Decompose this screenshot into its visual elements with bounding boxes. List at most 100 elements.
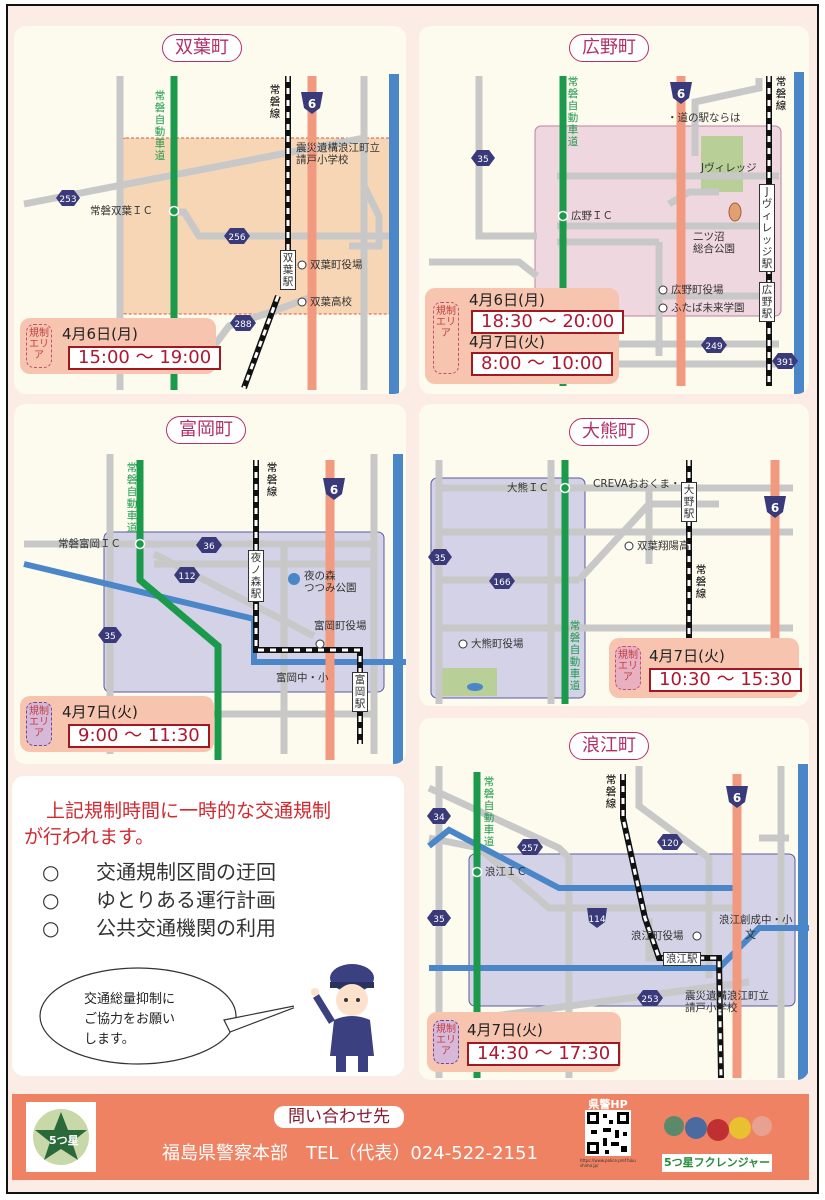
map-futaba: 6 253 256 288 (23, 74, 399, 394)
station-label: Jヴィレッジ駅 (759, 184, 775, 272)
star-logo-icon (33, 1109, 89, 1165)
station-label: 大野駅 (681, 482, 697, 522)
svg-text:249: 249 (705, 342, 722, 352)
ic-label: 浪江ＩＣ (485, 866, 527, 878)
rail-label: 常磐線 (266, 462, 278, 498)
svg-text:6: 6 (308, 97, 316, 111)
park-marker (288, 573, 300, 585)
route-391-shield: 391 (772, 353, 798, 369)
route-253-shield: 253 (56, 190, 80, 206)
route-120-shield: 120 (657, 834, 683, 850)
qr-block[interactable]: 県警HP https://www.police.pref.fukushima.j… (580, 1096, 636, 1178)
svg-text:6: 6 (330, 483, 338, 497)
office-marker (315, 639, 325, 649)
bullet-mark: ○ (42, 916, 60, 940)
bullet-text: ゆとりある運行計画 (96, 888, 276, 912)
mascot-characters-icon (664, 1116, 772, 1141)
road (429, 258, 540, 279)
park-label: 夜の森 (304, 570, 336, 582)
expressway-label: 常磐自動車道 (483, 776, 495, 848)
creva-label: CREVAおおくま・ (593, 478, 681, 490)
svg-text:35: 35 (434, 554, 445, 564)
schedule-box: 規制エリア 4月6日(月) 15:00 〜 19:00 (20, 318, 222, 374)
ic-marker (168, 205, 180, 217)
svg-text:6: 6 (677, 87, 685, 101)
schedule-time: 14:30 〜 17:30 (467, 1042, 621, 1066)
route-35-shield: 35 (428, 549, 452, 565)
ic-label: 常磐双葉ＩＣ (90, 205, 153, 217)
schedule-time-2: 8:00 〜 10:00 (471, 352, 613, 376)
office-label: 大熊町役場 (471, 638, 524, 650)
restriction-area-badge: 規制エリア (26, 324, 52, 368)
region-title: 大熊町 (569, 418, 649, 446)
ic-label: 大熊ＩＣ (507, 482, 549, 494)
svg-text:36: 36 (203, 542, 215, 552)
restriction-area-badge: 規制エリア (433, 1020, 459, 1064)
jvillage-label: Jヴィレッジ (701, 162, 757, 174)
school-marker (297, 297, 307, 307)
svg-text:257: 257 (521, 844, 538, 854)
logo-text: 5つ星 (49, 1134, 79, 1147)
map-panel-namie: 文 6 34 257 120 35 114 253 浪江町 常磐自動車道 常磐線… (419, 718, 809, 1080)
schedule-date: 4月7日(火) (62, 703, 138, 721)
office-label: 浪江町役場 (631, 930, 684, 942)
office-label: 広野町役場 (671, 284, 724, 296)
ic-label: 広野ＩＣ (571, 210, 613, 222)
ic-label: 常磐富岡ＩＣ (58, 538, 121, 550)
poi-label-2: 請戸小学校 (685, 1002, 738, 1014)
road-256 (174, 208, 394, 240)
qr-url[interactable]: https://www.police.pref.fukushima.jp/ (580, 1158, 636, 1168)
map-panel-okuma: 6 35 166 大熊町 常磐自動車道 常磐線 大熊ＩＣ CREVAおおくま・ … (419, 404, 809, 706)
bubble-line: 交通総量抑制に (84, 992, 176, 1007)
rail-label: 常磐線 (269, 84, 281, 120)
river (427, 826, 739, 891)
rail-label: 常磐線 (695, 564, 707, 600)
svg-text:35: 35 (477, 155, 488, 165)
road (349, 184, 383, 250)
region-title: 広野町 (569, 34, 649, 62)
route-35-shield: 35 (471, 150, 495, 166)
svg-text:120: 120 (661, 839, 678, 849)
poi-label: 震災遺構浪江町立 (296, 142, 380, 154)
map-panel-hirono: 6 35 249 391 広野町 常磐自動車道 常磐線 広野ＩＣ ・道の駅ならは… (419, 26, 809, 394)
mascot-label: 5つ星フクレンジャー (662, 1154, 772, 1172)
bullet-mark: ○ (42, 888, 60, 912)
route-249-shield: 249 (701, 337, 727, 353)
road (475, 76, 537, 240)
police-officer-illustration (311, 964, 374, 1072)
rail-line-dash (242, 295, 280, 389)
qr-code-icon[interactable] (585, 1110, 631, 1156)
map-okuma: 6 35 166 (428, 460, 793, 704)
schedule-box: 規制エリア 4月7日(火) 9:00 〜 11:30 (20, 696, 214, 752)
office-label: 双葉町役場 (310, 259, 363, 271)
route-36-shield: 36 (196, 537, 222, 553)
expressway-label: 常磐自動車道 (569, 620, 581, 692)
station-label: 双葉駅 (280, 250, 296, 290)
route-6-shield: 6 (764, 496, 786, 518)
restriction-area-badge: 規制エリア (615, 646, 641, 690)
mascot-block: 5つ星フクレンジャー (658, 1098, 776, 1176)
schedule-date: 4月6日(月) (469, 291, 545, 309)
schedule-date-2: 4月7日(火) (469, 333, 545, 351)
route-288-shield: 288 (230, 315, 256, 331)
station-label-2: 広野駅 (759, 282, 775, 322)
svg-text:35: 35 (433, 915, 444, 925)
rail-label: 常磐線 (605, 774, 617, 810)
schedule-time: 10:30 〜 15:30 (649, 668, 803, 692)
school-label: 富岡中・小 (276, 672, 329, 684)
road (691, 78, 763, 156)
office-marker (692, 931, 702, 941)
park-area (701, 136, 743, 192)
park-area (441, 668, 497, 696)
restriction-zone (103, 531, 385, 693)
school-marker (658, 303, 668, 313)
ic-marker (559, 482, 571, 494)
notice-bullets: ○交通規制区間の迂回 ○ゆとりある運行計画 ○公共交通機関の利用 (42, 858, 276, 942)
school-label: 双葉翔陽高 (637, 540, 690, 552)
poi-label: 震災遺構浪江町立 (685, 990, 769, 1002)
map-panel-futaba: 6 253 256 288 双葉町 常磐自動車道 常磐線 常磐双葉ＩＣ 双葉駅 … (14, 26, 406, 394)
office-label: 富岡町役場 (314, 620, 367, 632)
region-title: 富岡町 (166, 416, 246, 444)
svg-text:253: 253 (641, 995, 658, 1005)
svg-text:253: 253 (59, 195, 76, 205)
